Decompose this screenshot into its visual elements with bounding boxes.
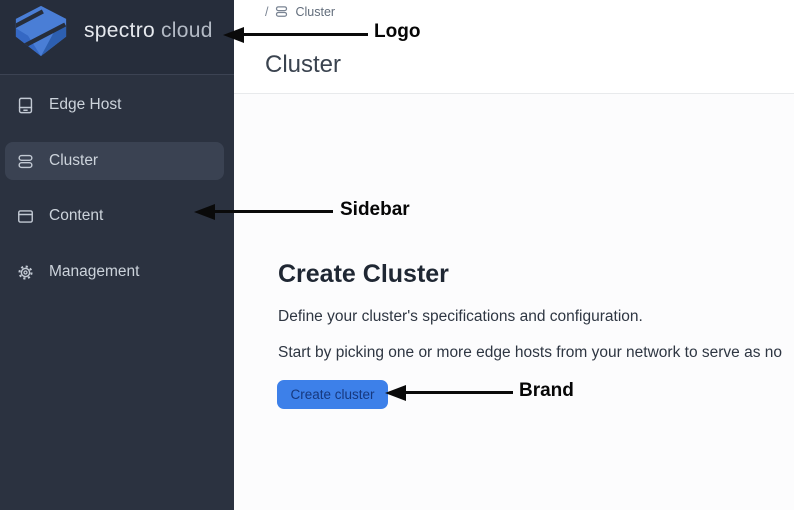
annotation-arrowhead-logo	[223, 27, 244, 43]
page-header: / Cluster Cluster	[234, 0, 794, 94]
cluster-icon	[15, 151, 35, 171]
sidebar-item-edge-host[interactable]: Edge Host	[0, 89, 234, 121]
annotation-label-logo: Logo	[374, 21, 421, 42]
breadcrumb-item-cluster[interactable]: Cluster	[295, 4, 336, 19]
page-title: Cluster	[265, 51, 342, 78]
sidebar-item-label: Cluster	[49, 152, 99, 169]
sidebar-item-label: Edge Host	[49, 96, 122, 113]
breadcrumb-separator: /	[265, 4, 269, 19]
brand-name-secondary: cloud	[160, 19, 213, 42]
cluster-icon	[274, 4, 289, 19]
gear-icon	[15, 262, 35, 282]
breadcrumb: / Cluster	[265, 4, 335, 19]
annotation-arrowhead-sidebar	[194, 204, 215, 220]
annotation-arrowhead-brand	[385, 385, 406, 401]
sidebar-item-label: Management	[49, 263, 140, 280]
annotation-label-brand: Brand	[519, 380, 574, 401]
create-cluster-button[interactable]: Create cluster	[277, 380, 388, 409]
annotation-arrow-logo	[242, 33, 368, 36]
annotation-label-sidebar: Sidebar	[340, 199, 410, 220]
cluster-description-text: Define your cluster's specifications and…	[278, 308, 643, 325]
content-icon	[15, 206, 35, 226]
main-area: / Cluster Cluster Create Cluster Define …	[234, 0, 794, 510]
sidebar-item-label: Content	[49, 207, 104, 224]
sidebar-item-content[interactable]: Content	[0, 200, 234, 232]
edge-host-icon	[15, 95, 35, 115]
create-cluster-heading: Create Cluster	[278, 260, 449, 288]
annotation-arrow-sidebar	[213, 210, 333, 213]
cluster-instruction-text: Start by picking one or more edge hosts …	[278, 344, 782, 361]
sidebar-item-cluster[interactable]: Cluster	[5, 142, 224, 180]
sidebar-item-management[interactable]: Management	[0, 256, 234, 288]
brand-name-primary: spectro	[84, 19, 155, 42]
spectro-cloud-logo-icon	[15, 5, 67, 57]
annotation-arrow-brand	[404, 391, 513, 394]
